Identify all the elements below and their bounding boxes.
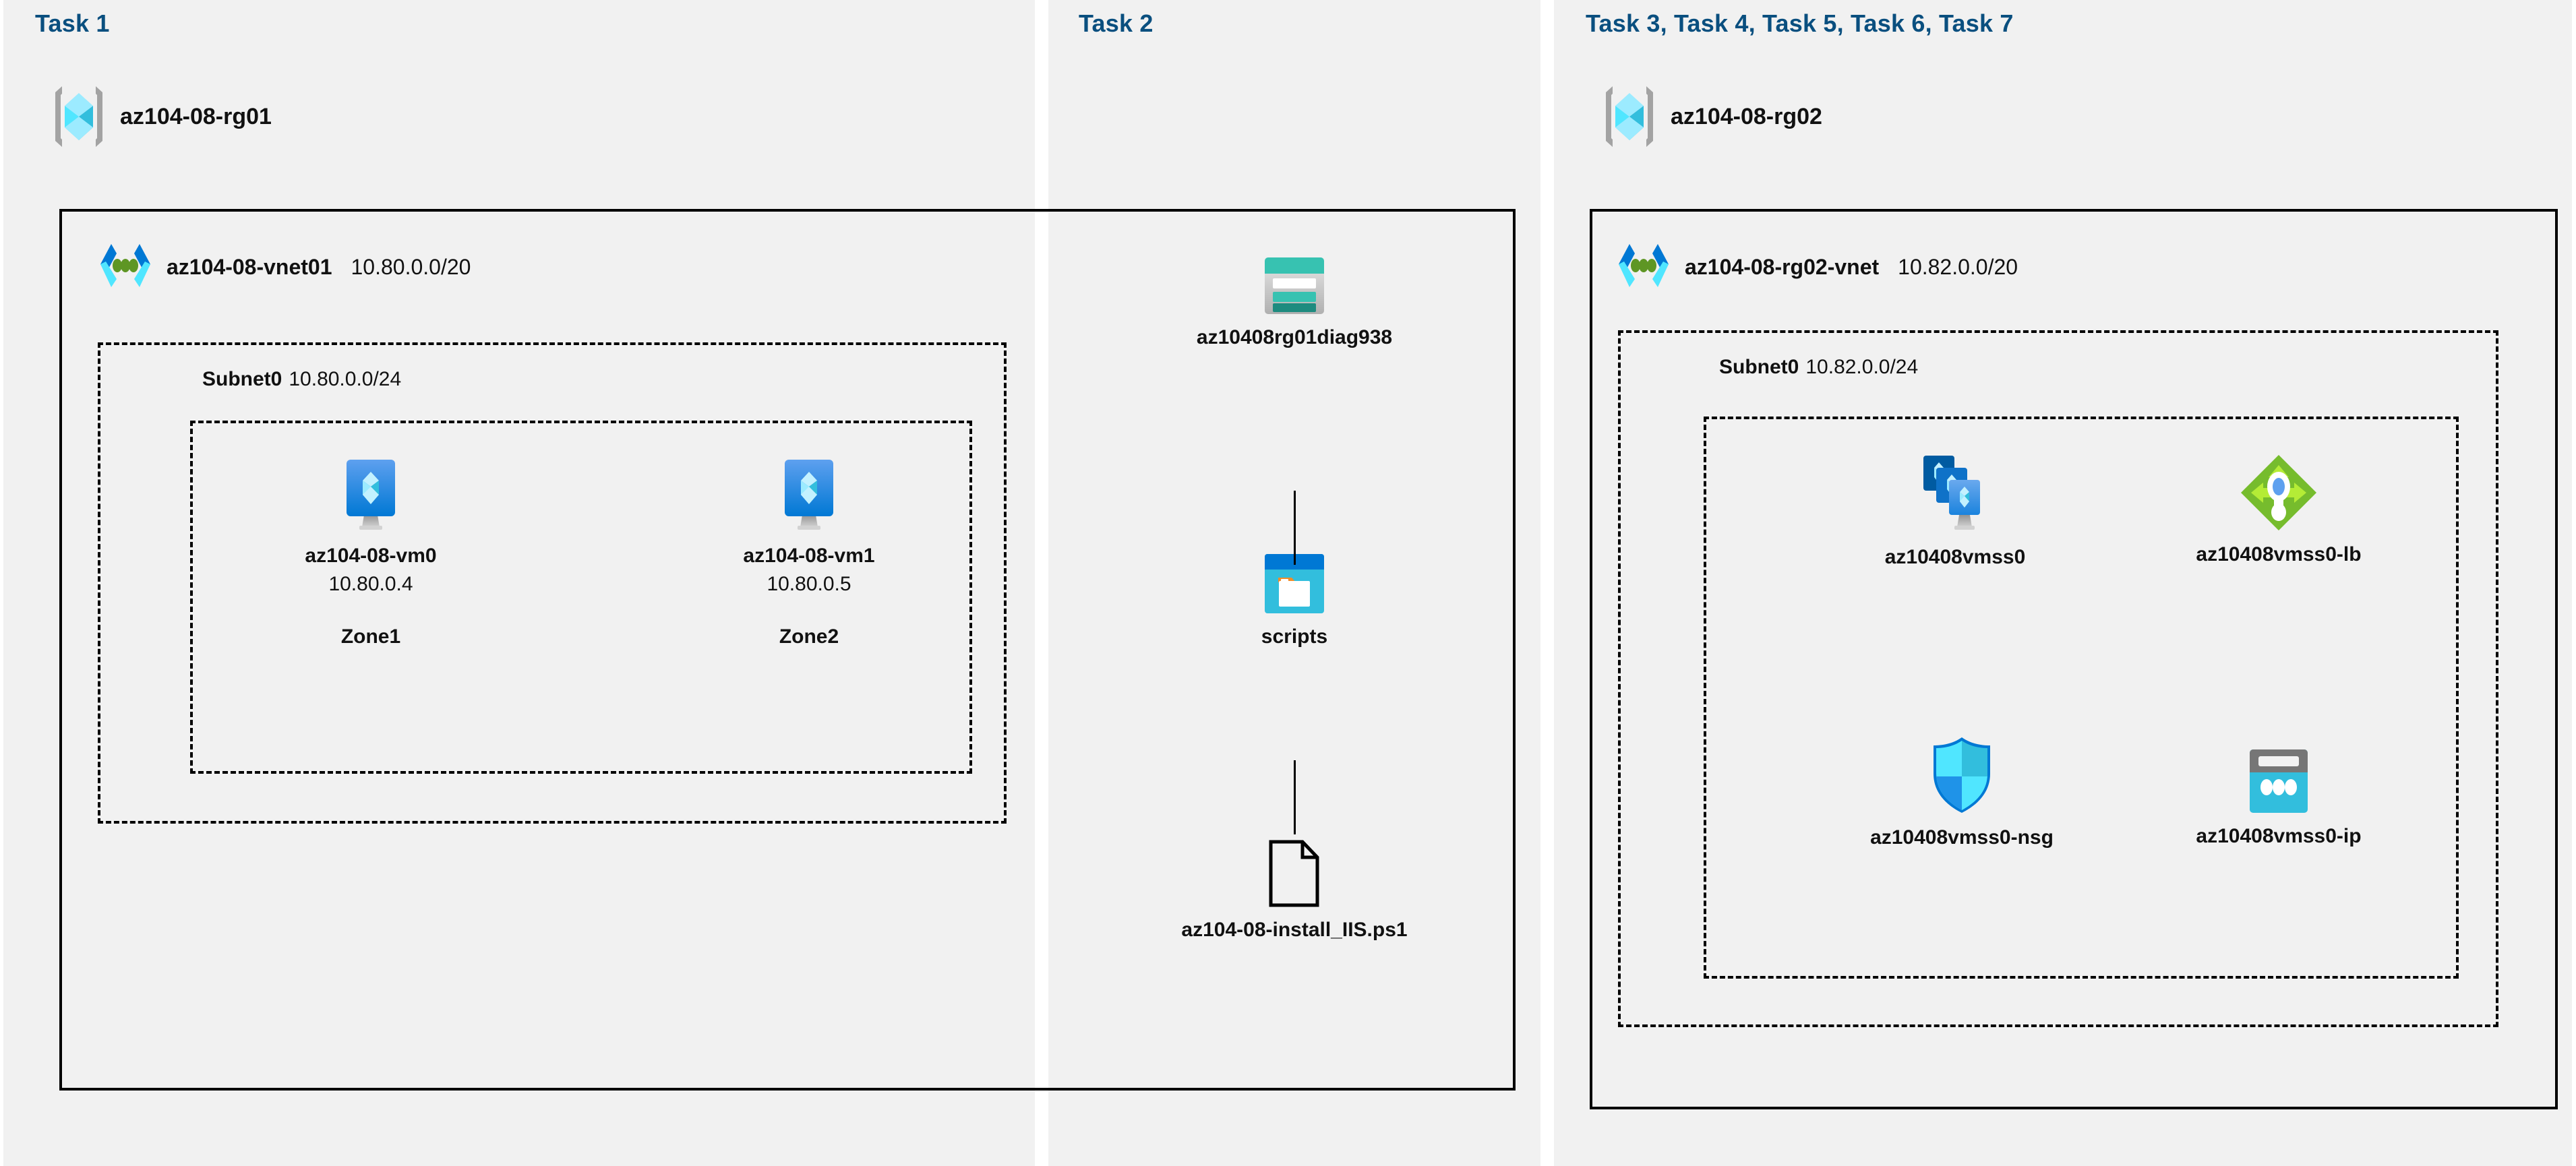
vnet-header-task3: az104-08-rg02-vnet 10.82.0.0/20 [1615,241,2018,293]
blob-container-icon [1263,553,1325,615]
storage-account-icon [1263,256,1325,315]
storage-account-node: az10408rg01diag938 [1146,256,1443,349]
vnet-name-label: az104-08-rg02-vnet [1685,254,1880,279]
virtual-machine-icon [337,456,405,534]
network-security-group-icon [1928,735,1996,816]
vm-zone-label: Zone2 [779,625,839,648]
vm-scale-set-icon [1915,453,1996,535]
task1-panel [3,0,1035,1166]
zone-group-boundary-task1 [190,421,972,774]
task1-heading: Task 1 [35,9,110,37]
vm-scale-set-node: az10408vmss0 [1820,453,2090,569]
resource-group-label: az104-08-rg01 [120,103,272,129]
script-file-label: az104-08-install_IIS.ps1 [1181,919,1408,941]
resource-group-boundary-task3 [1704,417,2459,979]
subnet-name: Subnet0 [202,368,282,390]
vm-ip-label: 10.80.0.4 [328,573,413,595]
vnet-name-label: az104-08-vnet01 [167,254,332,279]
vm-scale-set-label: az10408vmss0 [1884,546,2026,568]
load-balancer-icon [2239,453,2318,532]
public-ip-address-label: az10408vmss0-ip [2196,825,2362,847]
public-ip-address-icon [2247,748,2310,814]
vm-ip-label: 10.80.0.5 [767,573,851,595]
resource-group-rg01: az104-08-rg01 [53,84,272,149]
network-security-group-label: az10408vmss0-nsg [1870,826,2054,849]
load-balancer-node: az10408vmss0-lb [2144,453,2414,566]
script-file-node: az104-08-install_IIS.ps1 [1146,839,1443,942]
task3-panel [1554,0,2572,1166]
network-security-group-node: az10408vmss0-nsg [1827,735,2097,849]
virtual-network-icon [1615,241,1673,293]
subnet-name: Subnet0 [1719,356,1799,378]
vm-zone-label: Zone1 [340,625,401,648]
resource-group-rg02: az104-08-rg02 [1603,84,1822,149]
load-balancer-label: az10408vmss0-lb [2196,543,2362,565]
vm-node-az104-08-vm0: az104-08-vm0 10.80.0.4 Zone1 [270,456,472,648]
subnet-boundary-task3 [1618,330,2498,1027]
vnet-boundary-task3 [1590,209,2558,1109]
vm-name-label: az104-08-vm1 [743,545,875,567]
resource-group-icon [1603,84,1656,149]
resource-group-icon [53,84,105,149]
public-ip-address-node: az10408vmss0-ip [2144,748,2414,848]
subnet-label-task1: Subnet0 10.80.0.0/24 [202,368,401,391]
connector-storage-to-container [1294,491,1296,565]
blob-container-node: scripts [1200,553,1389,648]
resource-group-label: az104-08-rg02 [1671,103,1822,129]
storage-account-label: az10408rg01diag938 [1196,326,1393,348]
task2-heading: Task 2 [1079,9,1154,37]
file-icon [1267,839,1321,908]
vnet-boundary-task1 [59,209,1516,1091]
vm-node-az104-08-vm1: az104-08-vm1 10.80.0.5 Zone2 [708,456,910,648]
vm-name-label: az104-08-vm0 [305,545,437,567]
connector-container-to-file [1294,760,1296,834]
virtual-network-icon [96,241,154,293]
vnet-header-task1: az104-08-vnet01 10.80.0.0/20 [96,241,471,293]
subnet-cidr: 10.82.0.0/24 [1805,356,1919,378]
subnet-cidr: 10.80.0.0/24 [289,368,402,390]
subnet-boundary-task1 [98,342,1007,824]
blob-container-label: scripts [1261,625,1328,648]
subnet-label-task3: Subnet0 10.82.0.0/24 [1719,356,1918,379]
virtual-machine-icon [775,456,843,534]
vnet-cidr-label: 10.82.0.0/20 [1898,254,2018,279]
vnet-cidr-label: 10.80.0.0/20 [351,254,471,279]
task3-heading: Task 3, Task 4, Task 5, Task 6, Task 7 [1586,9,2014,37]
